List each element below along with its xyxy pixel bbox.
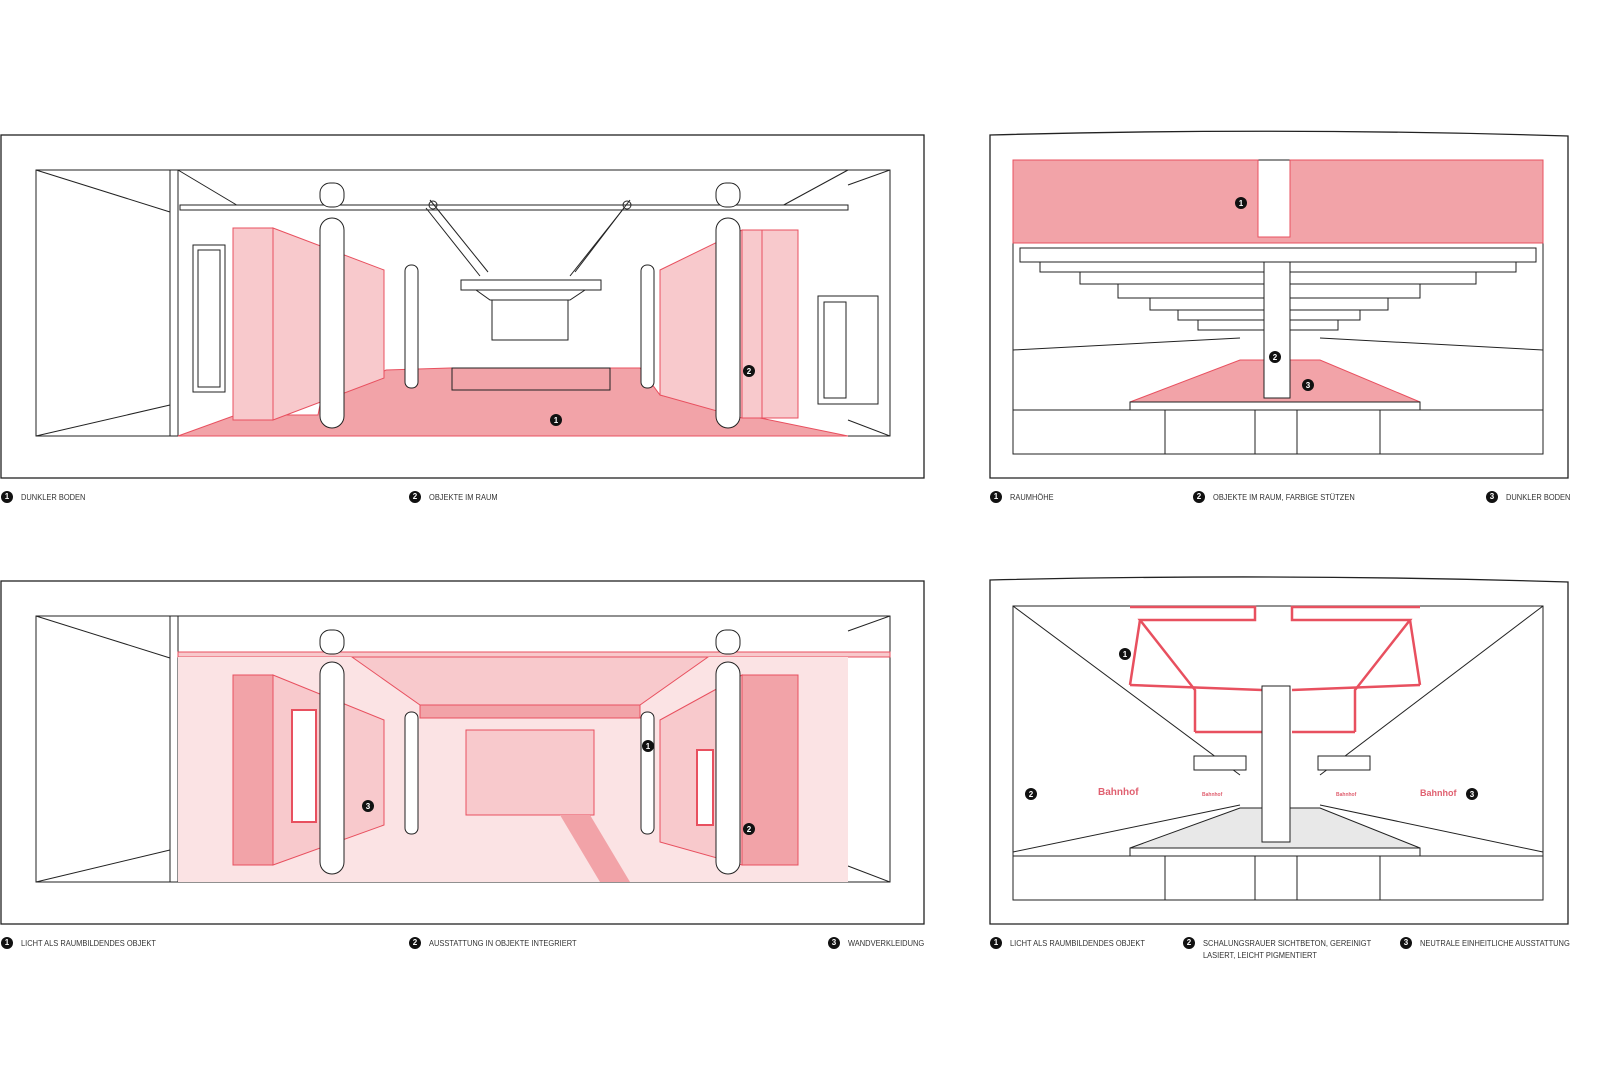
caption-text: DUNKLER BODEN	[1506, 492, 1571, 502]
station-sign: Bahnhof	[1202, 792, 1223, 798]
caption: 3 WANDVERKLEIDUNG	[828, 937, 935, 949]
caption-number: 2	[409, 491, 421, 503]
caption-text: RAUMHÖHE	[1010, 492, 1054, 502]
caption: 1 DUNKLER BODEN	[1, 491, 94, 503]
caption: 2 SCHALUNGSRAUER SICHTBETON, GEREINIGT LAS…	[1183, 937, 1394, 961]
panel-3-drawing	[0, 580, 925, 925]
caption-text: WANDVERKLEIDUNG	[848, 938, 925, 948]
marker-1: 1	[1235, 197, 1247, 209]
caption: 2 OBJEKTE IM RAUM	[409, 491, 507, 503]
caption: 1 LICHT ALS RAUMBILDENDES OBJEKT	[990, 937, 1163, 949]
caption-number: 1	[990, 937, 1002, 949]
caption-text: DUNKLER BODEN	[21, 492, 86, 502]
station-sign: Bahnhof	[1098, 787, 1139, 798]
panel-1-drawing	[0, 134, 925, 479]
caption-text: LICHT ALS RAUMBILDENDES OBJEKT	[21, 938, 156, 948]
marker-1: 1	[642, 740, 654, 752]
marker-3: 3	[1302, 379, 1314, 391]
caption: 1 RAUMHÖHE	[990, 491, 1060, 503]
caption: 1 LICHT ALS RAUMBILDENDES OBJEKT	[1, 937, 174, 949]
station-sign: Bahnhof	[1336, 792, 1357, 798]
caption: 3 NEUTRALE EINHEITLICHE AUSSTATTUNG	[1400, 937, 1590, 949]
caption-text: AUSSTATTUNG IN OBJEKTE INTEGRIERT	[429, 938, 577, 948]
caption-number: 1	[990, 491, 1002, 503]
marker-1: 1	[1119, 648, 1131, 660]
caption-number: 3	[828, 937, 840, 949]
caption-line-2: LASIERT, LEICHT PIGMENTIERT	[1203, 950, 1317, 960]
caption-number: 3	[1486, 491, 1498, 503]
caption: 3 DUNKLER BODEN	[1486, 491, 1579, 503]
caption-number: 2	[1193, 491, 1205, 503]
panel-4-drawing	[989, 576, 1569, 925]
marker-3: 3	[1466, 788, 1478, 800]
caption-text: SCHALUNGSRAUER SICHTBETON, GEREINIGT LASI…	[1203, 937, 1371, 961]
marker-2: 2	[743, 365, 755, 377]
caption-text: LICHT ALS RAUMBILDENDES OBJEKT	[1010, 938, 1145, 948]
caption-text: NEUTRALE EINHEITLICHE AUSSTATTUNG	[1420, 938, 1570, 948]
caption-number: 1	[1, 491, 13, 503]
caption-number: 1	[1, 937, 13, 949]
caption: 2 AUSSTATTUNG IN OBJEKTE INTEGRIERT	[409, 937, 597, 949]
caption-number: 3	[1400, 937, 1412, 949]
caption-number: 2	[1183, 937, 1195, 949]
marker-1: 1	[550, 414, 562, 426]
caption-text: OBJEKTE IM RAUM, FARBIGE STÜTZEN	[1213, 492, 1355, 502]
marker-2: 2	[743, 823, 755, 835]
panel-2-drawing	[989, 130, 1569, 479]
marker-2: 2	[1025, 788, 1037, 800]
caption-number: 2	[409, 937, 421, 949]
marker-3: 3	[362, 800, 374, 812]
marker-2: 2	[1269, 351, 1281, 363]
caption-text: OBJEKTE IM RAUM	[429, 492, 498, 502]
caption-line-1: SCHALUNGSRAUER SICHTBETON, GEREINIGT	[1203, 938, 1372, 948]
caption: 2 OBJEKTE IM RAUM, FARBIGE STÜTZEN	[1193, 491, 1374, 503]
station-sign: Bahnhof	[1420, 788, 1457, 798]
